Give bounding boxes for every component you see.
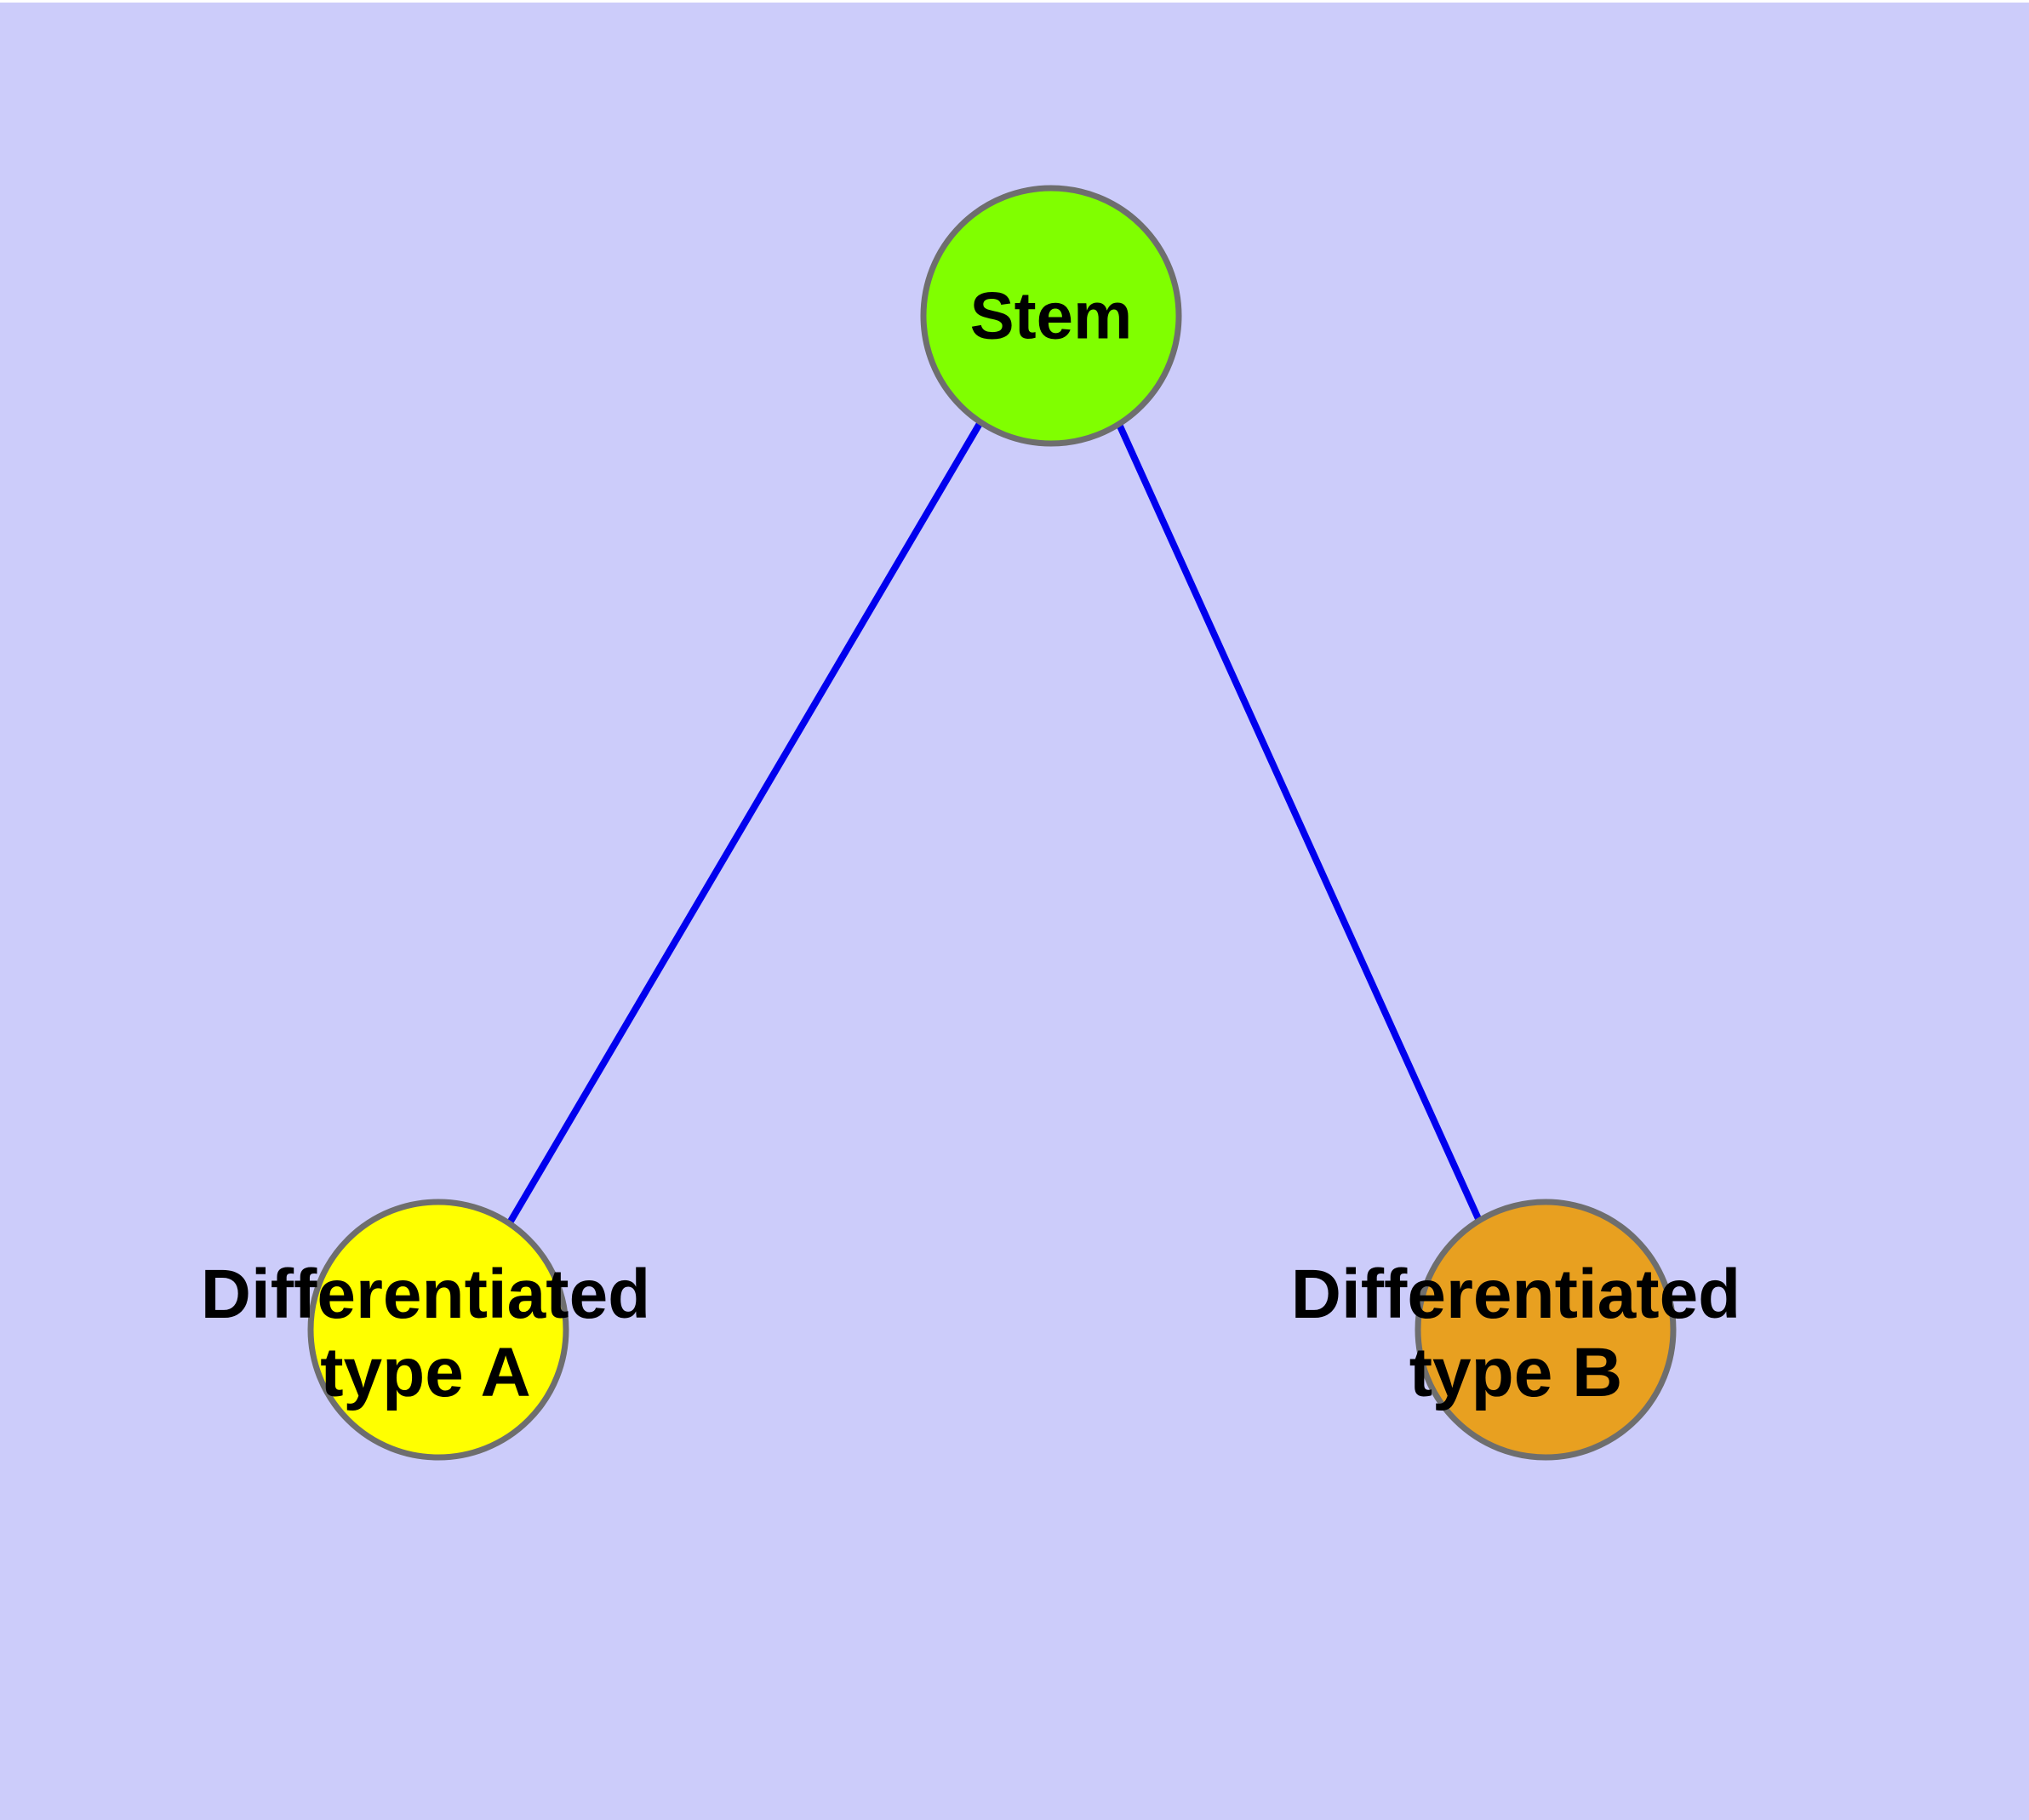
node-stem[interactable] xyxy=(920,185,1182,447)
edge-stem-to-type-b[interactable] xyxy=(1114,419,1483,1222)
node-type-a[interactable] xyxy=(307,1199,569,1461)
edge-stem-to-type-a[interactable] xyxy=(506,420,984,1227)
node-type-b[interactable] xyxy=(1415,1199,1677,1461)
